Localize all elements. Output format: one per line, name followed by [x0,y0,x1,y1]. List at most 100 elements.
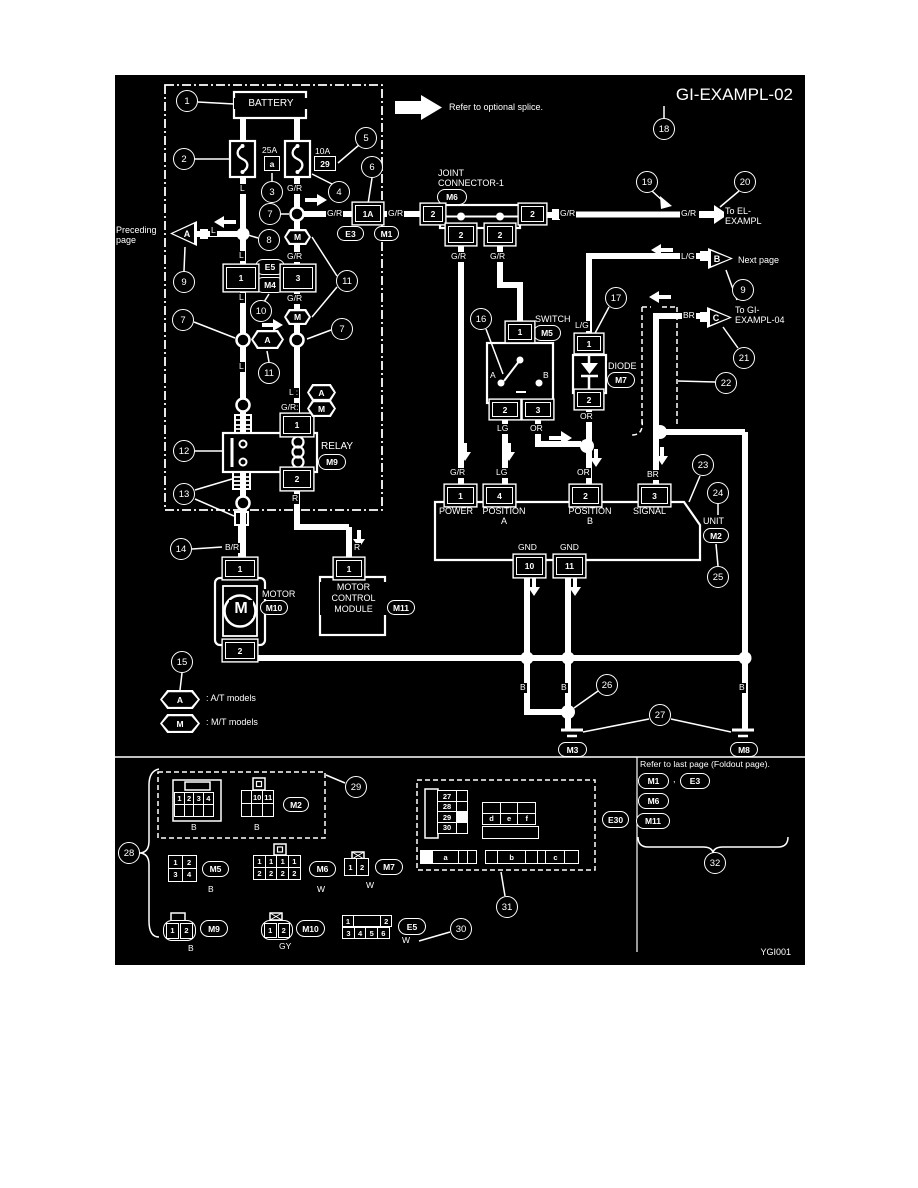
unit-power-label: POWER [438,506,475,517]
optional-splice-arrow-icon [395,95,442,120]
m5-face-cell: 4 [181,867,197,882]
wire-color-gr-joint-1: G/R [450,251,468,262]
model-flag-M: M [160,714,200,733]
pin-box-3: 3 [283,267,313,289]
callout-circle-23: 23 [692,454,714,476]
callout-circle-19: 19 [636,171,658,193]
wire-color-lg-unit: LG [495,467,509,478]
callout-circle-9: 9 [732,279,754,301]
connector-code-M6: M6 [638,793,669,809]
callout-circle-32: 32 [704,852,726,874]
joint-connector-label: JOINT CONNECTOR-1 [437,168,505,189]
wire-color-l-2: L [210,225,217,236]
model-flag-letter: A [162,692,198,707]
to-el-exampl-label: To EL- EXAMPL [724,206,763,227]
fuse-1-rating: 25A [261,145,279,156]
motor-m-symbol: M [229,600,253,618]
arrow-left-icon [649,291,671,303]
connector-code-M2: M2 [283,797,309,812]
connector-code-M7: M7 [375,859,403,875]
callout-circle-26: 26 [596,674,618,696]
model-flag-letter: M [286,311,309,323]
wire-color-l-3: L [238,250,245,261]
e5-face-row2-cell: 6 [376,927,390,939]
pin-box-1: 1 [577,336,601,351]
conn-b-face-cell [262,802,275,817]
callout-circle-3: 3 [261,181,283,203]
switch-contact-b: B [542,370,550,381]
optional-splice-note: Refer to optional splice. [448,102,545,113]
wire-color-l-5: L [238,361,245,372]
preceding-page-label: Preceding page [115,225,158,246]
model-flag-A: A [307,384,336,401]
e30-fuse-numbers-cell: 30 [437,821,457,834]
connector-code-M4: M4 [255,277,285,293]
wire-color-br-unit: BR [646,469,660,480]
wire-color-r-1: R [291,493,300,504]
page-ref-letter: A [172,223,195,244]
wire-color-or-unit: OR [576,467,591,478]
page-ref-triangle-C: C [707,307,732,328]
legend-mt-models: : M/T models [205,717,259,728]
pin-box-1: 1 [508,324,532,340]
callout-circle-20: 20 [734,171,756,193]
arrow-down-icon [569,578,581,596]
ground-icon-m8 [732,728,754,738]
harness-dashdot-border [164,84,383,511]
wire-color-b-1: B [519,682,527,693]
m6-face-cell: 2 [287,866,301,880]
callout-circle-7: 7 [259,203,281,225]
wire-color-gr-top-2: G/R [387,208,405,219]
page-ref-letter: C [709,309,730,326]
wire-color-gr-top-1: G/R [326,208,344,219]
connector-code-M3: M3 [558,742,587,757]
callout-circle-21: 21 [733,347,755,369]
wire-color-l-4: L [238,292,245,303]
connector-code-E5: E5 [398,918,426,935]
m6-face-cell: 2 [264,866,278,880]
motor-circle-icon [223,594,257,628]
pin-box-2: 2 [423,206,443,222]
connector-code-M2: M2 [703,528,729,543]
wire-color-l-1: L [239,183,246,194]
pin-box-3: 3 [641,487,668,504]
callout-circle-11: 11 [258,362,280,384]
pin-box-3: 3 [525,402,551,417]
callout-circle-11: 11 [336,270,358,292]
fuse-2-icon [291,145,304,173]
arrow-down-icon [590,449,602,467]
wire-color-br-run: BR [682,310,696,321]
ground-icon-m3 [561,728,583,738]
unit-signal-label: SIGNAL [632,506,668,517]
pin-box-2: 2 [492,402,518,417]
e30-strip-bc-cell: b [496,850,527,864]
motor-label: MOTOR [261,589,297,600]
m9-face-cell: 1 [166,922,179,939]
connector-code-E5: E5 [255,259,285,275]
callout-circle-13: 13 [173,483,195,505]
callout-circle-29: 29 [345,776,367,798]
e30-fuse-side-cell [456,821,468,834]
pin-box-2: 2 [283,470,311,488]
oval-separator: , [672,774,677,785]
connector-code-M6: M6 [309,861,336,877]
connector-code-M8: M8 [730,742,758,757]
m9-face-cell: 2 [180,922,193,939]
unit-position-b-label: POSITION B [561,506,619,527]
callout-19-arrowhead-icon [660,196,672,209]
model-flag-letter: A [309,386,334,399]
arrow-right-icon [262,319,283,331]
diagram-title: GI-EXAMPL-02 [632,85,794,105]
model-flag-A: A [160,690,200,709]
connector-code-E3: E3 [680,773,710,789]
model-flag-M: M [284,229,311,245]
wire-color-lg-switch: LG [496,423,510,434]
callout-leader-lines [179,101,740,942]
wire-color-b-2: B [560,682,568,693]
page-ref-stub [200,229,208,239]
